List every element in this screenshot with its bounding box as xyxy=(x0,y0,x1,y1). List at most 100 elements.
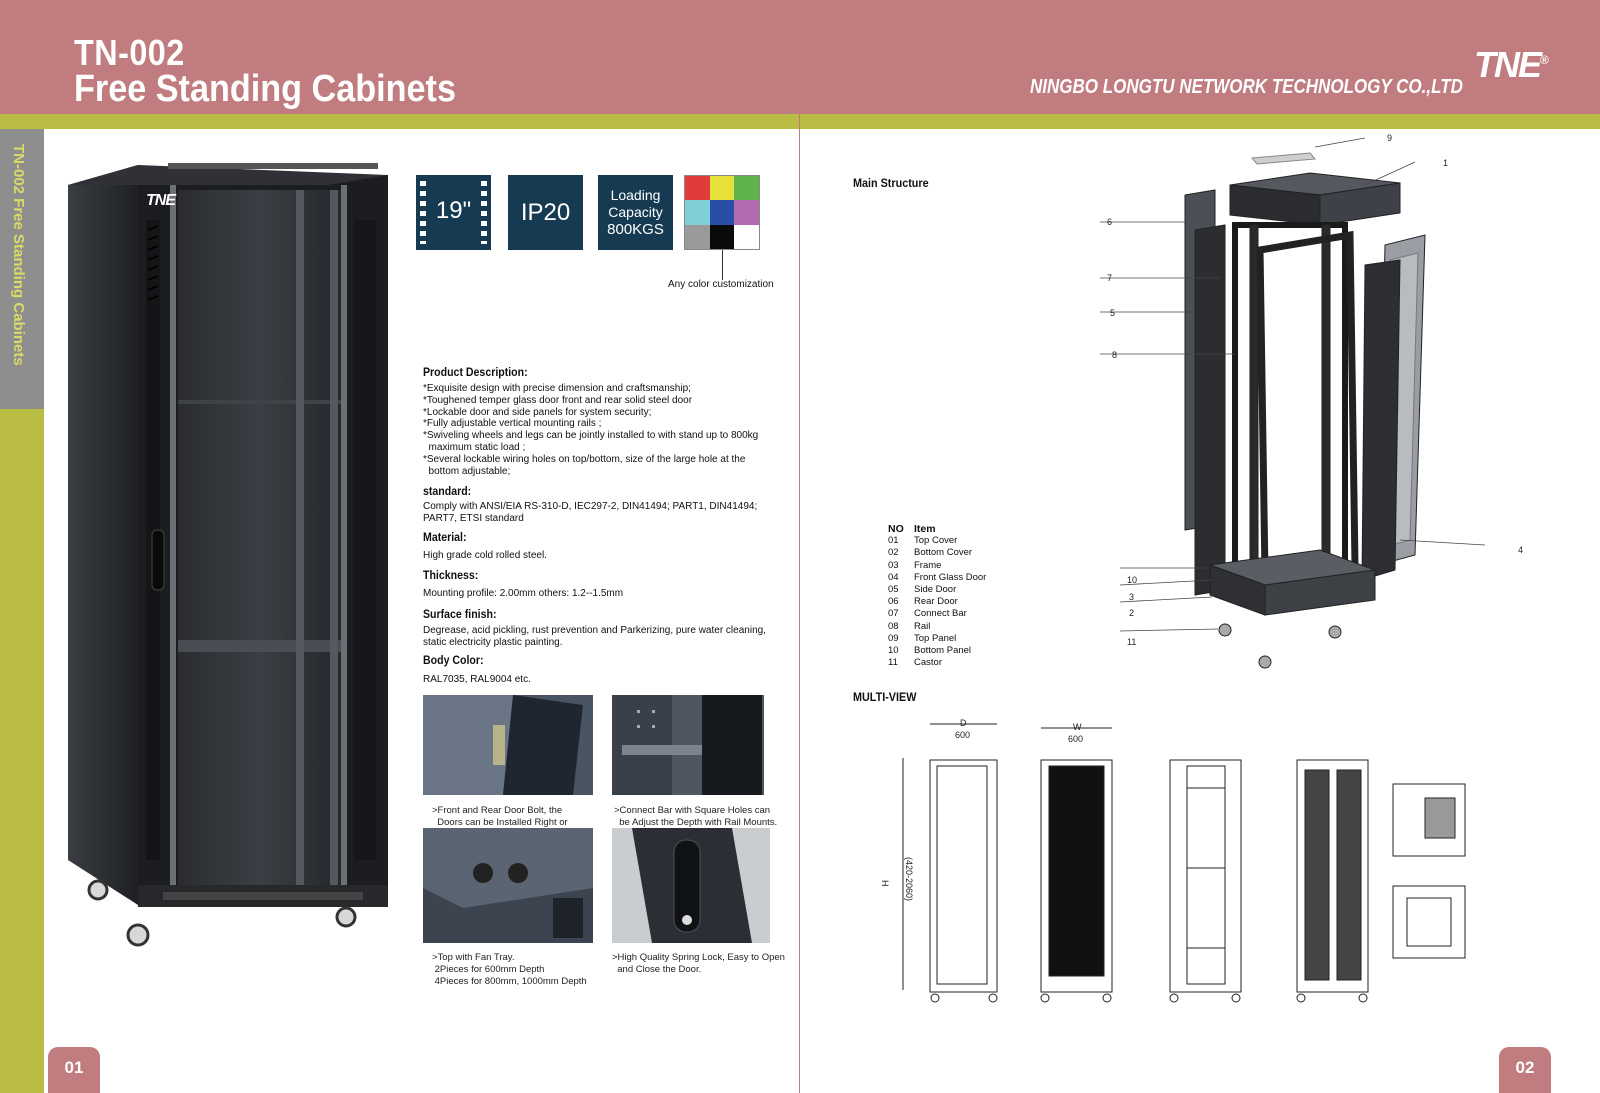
registered-mark: ® xyxy=(1540,53,1549,67)
part-name: Rail xyxy=(914,620,931,632)
photo-caption: >High Quality Spring Lock, Easy to Open … xyxy=(612,952,785,975)
sidebar-olive-block xyxy=(0,409,44,1093)
callout-label: 1 xyxy=(1443,158,1449,168)
loading-capacity-badge: Loading Capacity 800KGS xyxy=(598,175,673,250)
color-swatch xyxy=(709,200,735,225)
parts-header-item: Item xyxy=(914,523,936,535)
callout-label: 4 xyxy=(1518,545,1524,555)
spring-lock-photo xyxy=(612,828,770,943)
model-title: TN-002 xyxy=(74,32,185,73)
page-divider xyxy=(799,0,800,1093)
parts-row: 08 Rail xyxy=(888,621,986,633)
material-heading: Material: xyxy=(423,532,467,544)
color-swatch xyxy=(734,176,759,201)
callout-label: 3 xyxy=(1129,592,1135,602)
part-number: 06 xyxy=(888,596,899,608)
brand-logo-text: TNE xyxy=(1474,44,1542,85)
parts-row: 04 Front Glass Door xyxy=(888,572,986,584)
part-number: 01 xyxy=(888,535,899,547)
standard-heading: standard: xyxy=(423,486,472,498)
body-color-heading: Body Color: xyxy=(423,655,484,667)
thickness-text: Mounting profile: 2.00mm others: 1.2--1.… xyxy=(423,588,624,599)
capacity-value: 800KGS xyxy=(607,221,664,238)
exploded-view-diagram xyxy=(1100,137,1486,669)
body-color-text: RAL7035, RAL9004 etc. xyxy=(423,674,531,685)
part-number: 09 xyxy=(888,632,899,644)
part-name: Rear Door xyxy=(914,596,958,608)
photo-caption: >Top with Fan Tray. 2Pieces for 600mm De… xyxy=(432,952,587,987)
callout-label: 2 xyxy=(1129,608,1135,618)
parts-row: 09 Top Panel xyxy=(888,633,986,645)
callout-label: 6 xyxy=(1107,217,1113,227)
rack-size-badge: 19" xyxy=(416,175,491,250)
door-bolt-photo xyxy=(423,695,593,795)
part-name: Top Panel xyxy=(914,632,957,644)
fan-tray-photo xyxy=(423,828,593,943)
color-swatch xyxy=(709,176,735,201)
photo-caption: >Connect Bar with Square Holes can be Ad… xyxy=(614,805,778,828)
part-number: 08 xyxy=(888,620,899,632)
part-number: 05 xyxy=(888,584,899,596)
main-structure-heading: Main Structure xyxy=(853,176,929,190)
standard-text: Comply with ANSI/EIA RS-310-D, IEC297-2,… xyxy=(423,501,758,524)
sidebar-vertical-title: TN-002 Free Standing Cabinets xyxy=(10,144,27,366)
dimension-h-label: H xyxy=(880,880,890,887)
color-swatch xyxy=(685,200,710,225)
film-strip-left xyxy=(420,181,426,244)
dimension-w-value: 600 xyxy=(1068,734,1084,744)
color-swatch xyxy=(685,176,710,201)
callout-line xyxy=(722,250,723,280)
callout-label: 11 xyxy=(1127,637,1137,647)
part-number: 03 xyxy=(888,559,899,571)
thickness-heading: Thickness: xyxy=(423,570,479,582)
ip-rating-badge: IP20 xyxy=(508,175,583,250)
company-name: NINGBO LONGTU NETWORK TECHNOLOGY CO.,LTD xyxy=(1030,76,1463,98)
dimension-h-value: (420-2060) xyxy=(904,857,914,902)
page-number-right: 02 xyxy=(1499,1047,1551,1093)
callout-label: 10 xyxy=(1127,575,1138,585)
parts-row: 11 Castor xyxy=(888,657,986,669)
dimension-d-label: D xyxy=(960,718,967,728)
parts-row: 05 Side Door xyxy=(888,584,986,596)
page-number-left: 01 xyxy=(48,1047,100,1093)
sidebar-gray-block xyxy=(0,129,44,409)
part-name: Castor xyxy=(914,657,942,669)
parts-header-no: NO xyxy=(888,523,904,535)
cabinet-logo: TNE xyxy=(146,192,176,209)
part-number: 02 xyxy=(888,547,899,559)
loading-line: Loading xyxy=(610,187,661,203)
parts-row: 03 Frame xyxy=(888,560,986,572)
color-swatch xyxy=(734,200,759,225)
parts-row: 06 Rear Door xyxy=(888,596,986,608)
parts-row: 02 Bottom Cover xyxy=(888,547,986,559)
header-accent-stripe xyxy=(0,114,1600,129)
part-name: Front Glass Door xyxy=(914,571,987,583)
product-description-text: *Exquisite design with precise dimension… xyxy=(423,383,759,477)
film-strip-right xyxy=(481,181,487,244)
callout-label: 5 xyxy=(1110,308,1116,318)
part-number: 10 xyxy=(888,645,899,657)
part-number: 11 xyxy=(888,657,898,669)
callout-label: 8 xyxy=(1112,350,1118,360)
header-band xyxy=(0,0,1600,114)
callout-label: 9 xyxy=(1387,133,1393,143)
part-name: Bottom Cover xyxy=(914,547,973,559)
part-name: Side Door xyxy=(914,584,957,596)
dimension-w-label: W xyxy=(1073,722,1082,732)
part-name: Frame xyxy=(914,559,942,571)
color-swatch xyxy=(685,224,710,249)
multi-view-drawings xyxy=(902,723,1466,1003)
brand-logo: TNE® xyxy=(1474,44,1549,86)
product-title: Free Standing Cabinets xyxy=(74,68,456,110)
callout-label: 7 xyxy=(1107,273,1113,283)
surface-finish-heading: Surface finish: xyxy=(423,609,497,621)
color-swatch-grid xyxy=(684,175,760,250)
cabinet-photo xyxy=(68,163,388,947)
product-description-heading: Product Description: xyxy=(423,367,528,379)
part-number: 04 xyxy=(888,571,899,583)
